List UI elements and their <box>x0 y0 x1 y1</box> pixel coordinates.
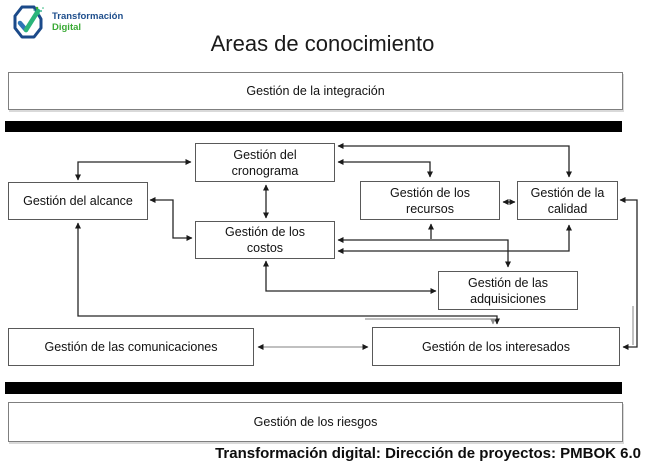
connector-costos-adquisiciones-top <box>337 237 511 268</box>
node-riesgos-label: Gestión de los riesgos <box>253 415 378 429</box>
node-costos-label: Gestión de los costos <box>225 225 305 255</box>
node-alcance-label: Gestión del alcance <box>23 194 133 208</box>
connector-grey-interesados-top <box>365 318 496 325</box>
separator-bar-bottom <box>5 382 622 394</box>
node-alcance: Gestión del alcance <box>8 182 148 220</box>
node-calidad: Gestión de la calidad <box>517 181 618 220</box>
connector-cronograma-recursos <box>337 159 433 178</box>
node-integracion-label: Gestión de la integración <box>246 84 385 98</box>
connector-calidad-interesados <box>619 197 638 350</box>
hexagon-check-icon <box>13 5 44 39</box>
page-title: Areas de conocimiento <box>210 31 435 56</box>
connector-costos-adquisiciones-left <box>263 260 437 294</box>
connector-cronograma-calidad <box>337 143 572 178</box>
node-cronograma: Gestión del cronograma <box>195 143 335 182</box>
node-interesados-label: Gestión de los interesados <box>421 339 570 354</box>
node-calidad-label: Gestión de la calidad <box>530 185 605 216</box>
node-integracion: Gestión de la integración <box>8 72 623 110</box>
node-adquisiciones-label: Gestión de las adquisiciones <box>468 275 548 306</box>
brand-line1: Transformación <box>52 11 124 22</box>
brand-line2: Digital <box>52 22 82 33</box>
brand-logo: Transformación Digital <box>8 4 123 40</box>
connector-alcance-cronograma <box>75 159 192 181</box>
separator-bar-top <box>5 121 622 132</box>
footer-caption: Transformación digital: Dirección de pro… <box>215 445 641 462</box>
connector-alcance-costos <box>149 197 193 241</box>
node-costos: Gestión de los costos <box>195 221 335 259</box>
node-recursos: Gestión de los recursos <box>360 181 500 220</box>
node-comunicaciones-label: Gestión de las comunicaciones <box>44 340 218 354</box>
node-recursos-label: Gestión de los recursos <box>390 185 470 216</box>
node-riesgos: Gestión de los riesgos <box>8 402 623 442</box>
brand-name: Transformación Digital <box>52 11 123 33</box>
node-comunicaciones: Gestión de las comunicaciones <box>8 328 254 366</box>
node-adquisiciones: Gestión de las adquisiciones <box>438 271 578 310</box>
node-cronograma-label: Gestión del cronograma <box>231 147 299 178</box>
node-interesados: Gestión de los interesados <box>372 327 620 366</box>
connector-costos-calidad-bottom <box>337 224 572 254</box>
